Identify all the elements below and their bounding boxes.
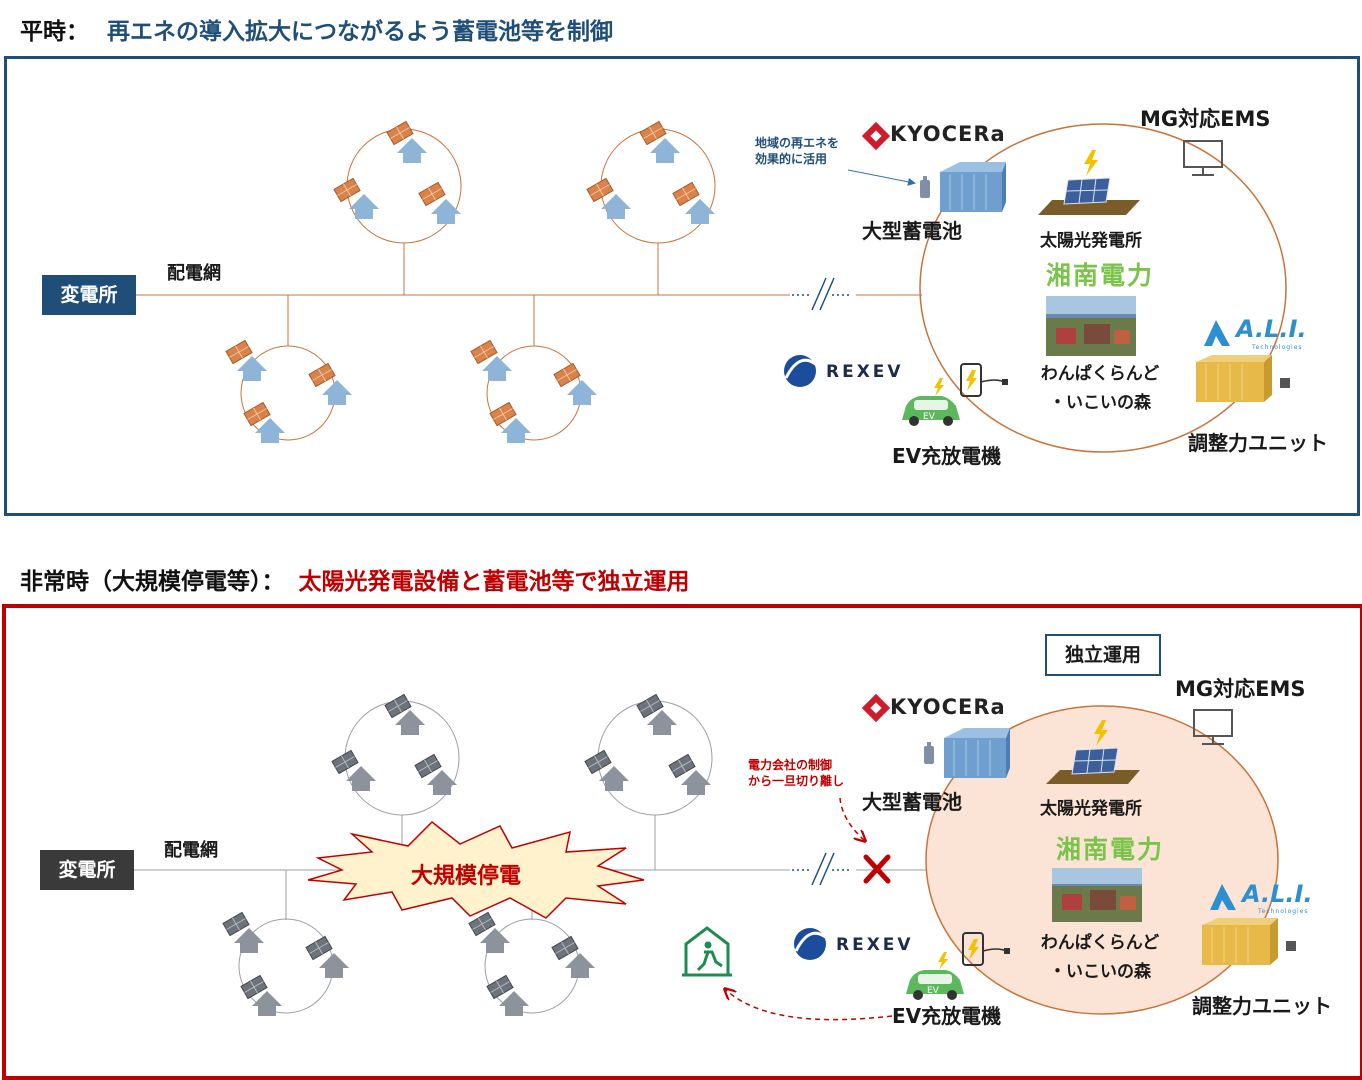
disconnect-arrow xyxy=(839,797,864,840)
top-break-mark xyxy=(792,277,852,311)
bottom-shonan-logo: 湘南電力 xyxy=(1056,835,1165,864)
bottom-ev-charger-icon xyxy=(962,932,1010,966)
bottom-battery-label: 大型蓄電池 xyxy=(862,790,962,814)
top-solar-label: 太陽光発電所 xyxy=(1040,231,1142,251)
bottom-ev-label: EV充放電機 xyxy=(892,1004,1002,1028)
top-site-photo xyxy=(1046,296,1136,356)
evacuation-arrow xyxy=(726,990,893,1021)
bottom-kyocera-mark xyxy=(861,693,891,723)
bottom-site-photo xyxy=(1052,868,1142,922)
top-heading: 平時： 再エネの導入拡大につながるよう蓄電池等を制御 xyxy=(20,12,613,46)
top-grid-lines xyxy=(134,128,922,441)
blackout-label: 大規模停電 xyxy=(411,864,522,889)
bottom-ems-label: MG対応EMS xyxy=(1175,677,1306,701)
top-annotation: 地域の再エネを 効果的に活用 xyxy=(755,136,840,166)
bottom-site-label: わんぱくらんど ・いこいの森 xyxy=(1040,933,1160,982)
bottom-adjust-unit-icon xyxy=(1202,918,1296,965)
top-ali-logo: A.L.I. xyxy=(1236,315,1307,343)
bottom-solar-plant-icon xyxy=(1046,720,1140,784)
bottom-grid-label: 配電網 xyxy=(164,840,218,861)
top-house-cluster-2 xyxy=(586,120,715,224)
top-battery-icon xyxy=(920,162,1006,212)
bottom-rexev-logo: REXEV xyxy=(836,935,914,955)
bottom-unit-label: 調整力ユニット xyxy=(1192,994,1332,1018)
top-kyocera-logo: KYOCERa xyxy=(890,122,1006,146)
top-battery-label: 大型蓄電池 xyxy=(862,219,962,243)
top-substation: 変電所 xyxy=(42,275,136,315)
bottom-kyocera-logo: KYOCERa xyxy=(890,695,1006,719)
top-grid-label: 配電網 xyxy=(167,263,221,284)
bottom-ali-sub: Technologies xyxy=(1258,908,1309,915)
top-solar-plant-icon xyxy=(1038,150,1140,215)
svg-text:EV: EV xyxy=(927,986,940,996)
bottom-ali-logo: A.L.I. xyxy=(1242,880,1313,908)
top-ali-mark xyxy=(1204,320,1230,346)
bottom-ev-car-icon: EV xyxy=(906,952,964,1000)
independent-badge: 独立運用 xyxy=(1045,634,1161,676)
top-site-label: わんぱくらんど ・いこいの森 xyxy=(1040,364,1160,413)
bottom-microgrid-circle xyxy=(925,705,1279,1015)
bottom-frame xyxy=(2,604,1362,1080)
bottom-ali-mark xyxy=(1210,884,1236,910)
top-ev-charger-icon xyxy=(960,363,1008,397)
top-ev-car-icon: EV xyxy=(902,378,960,426)
top-ems-monitor-icon xyxy=(1183,140,1223,176)
bottom-battery-icon xyxy=(924,728,1010,778)
top-shonan-logo: 湘南電力 xyxy=(1046,261,1155,290)
top-house-cluster-4 xyxy=(470,339,597,443)
top-microgrid-circle xyxy=(919,123,1287,453)
top-adjust-unit-icon xyxy=(1196,355,1290,402)
top-annotation-arrow xyxy=(847,169,916,186)
evacuation-shelter-icon xyxy=(682,926,732,977)
top-ems-label: MG対応EMS xyxy=(1140,107,1271,131)
blackout-burst xyxy=(307,820,645,919)
top-house-cluster-3 xyxy=(225,339,352,443)
bottom-heading-prefix: 非常時（大規模停電等）： xyxy=(20,569,285,595)
bottom-heading-text: 太陽光発電設備と蓄電池等で独立運用 xyxy=(298,569,690,595)
top-ali-sub: Technologies xyxy=(1252,344,1303,351)
svg-text:EV: EV xyxy=(923,412,936,422)
bottom-solar-label: 太陽光発電所 xyxy=(1040,799,1142,819)
top-rexev-logo: REXEV xyxy=(826,362,904,382)
top-kyocera-mark xyxy=(861,121,891,151)
bottom-break-mark xyxy=(792,852,852,886)
bottom-rexev-mark xyxy=(794,928,829,960)
top-heading-prefix: 平時： xyxy=(20,19,89,45)
top-rexev-mark xyxy=(784,355,819,387)
top-house-cluster-1 xyxy=(333,120,461,224)
top-frame xyxy=(4,56,1360,516)
bottom-ems-monitor-icon xyxy=(1193,709,1233,745)
bottom-annotation: 電力会社の制御 から一旦切り離し xyxy=(748,758,845,788)
top-heading-text: 再エネの導入拡大につながるよう蓄電池等を制御 xyxy=(107,19,614,45)
bottom-substation: 変電所 xyxy=(40,850,134,890)
top-unit-label: 調整力ユニット xyxy=(1188,431,1328,455)
disconnect-x-icon xyxy=(863,854,891,884)
top-ev-label: EV充放電機 xyxy=(892,444,1002,468)
bottom-heading: 非常時（大規模停電等）： 太陽光発電設備と蓄電池等で独立運用 xyxy=(20,562,690,596)
